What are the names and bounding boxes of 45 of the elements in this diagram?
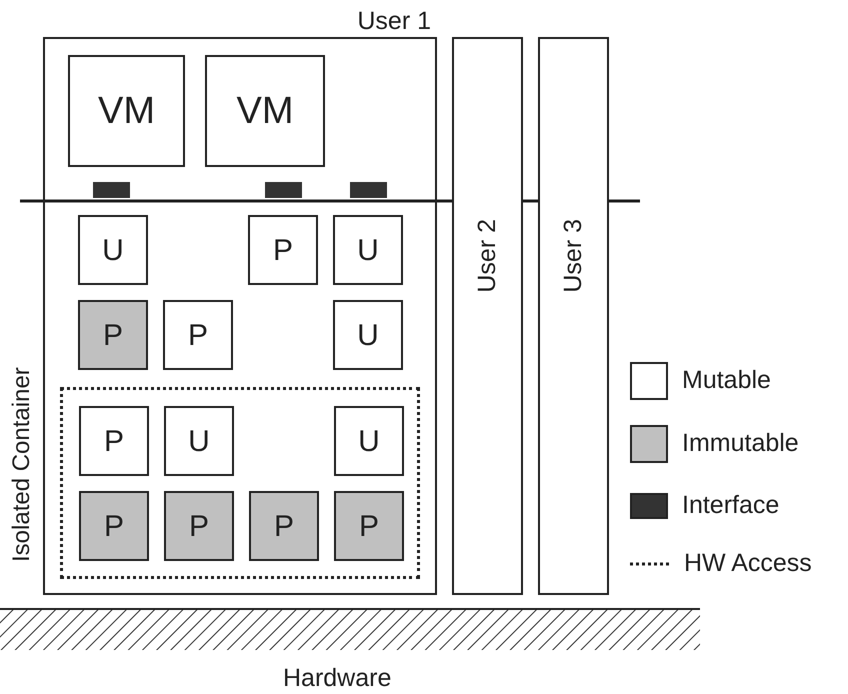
box-label: P [358, 508, 379, 544]
legend-label: Mutable [682, 365, 771, 396]
process-box [249, 491, 319, 561]
box-label: VM [236, 88, 294, 134]
column-label: User 3 [558, 219, 588, 293]
process-box [333, 215, 403, 285]
legend-label: HW Access [684, 548, 812, 579]
box-label: U [357, 318, 379, 354]
legend-label: Interface [682, 490, 780, 521]
box-label: P [104, 424, 124, 460]
user-column [538, 37, 609, 595]
box-label: U [358, 424, 380, 460]
legend-label: Immutable [682, 428, 799, 460]
box-label: P [188, 508, 209, 544]
interface-bar [265, 182, 302, 198]
box-label: U [357, 232, 379, 268]
interface-bar [350, 182, 387, 198]
box-label: P [104, 508, 124, 544]
user-column [452, 37, 523, 595]
process-box [334, 491, 404, 561]
box-label: P [188, 318, 208, 354]
box-heading: User 1 [357, 6, 431, 37]
side-label: Isolated Container [7, 366, 36, 564]
vm-box [205, 55, 325, 167]
hw-access-region [60, 387, 420, 579]
process-box [163, 300, 233, 370]
box-label: P [102, 318, 123, 354]
process-box [79, 491, 149, 561]
process-box [333, 300, 403, 370]
process-box [164, 406, 234, 476]
box-label: P [274, 508, 294, 544]
box-label: VM [98, 88, 155, 134]
box-label: U [102, 232, 124, 268]
process-box [78, 215, 148, 285]
box-label: U [188, 424, 210, 460]
process-box [79, 406, 149, 476]
process-box [248, 215, 318, 285]
interface-bar [93, 182, 130, 198]
column-label: User 2 [472, 219, 502, 293]
ground-label: Hardware [283, 663, 392, 694]
process-box [334, 406, 404, 476]
vm-box [68, 55, 185, 167]
process-box [164, 491, 234, 561]
box-label: P [272, 232, 293, 268]
process-box [78, 300, 148, 370]
